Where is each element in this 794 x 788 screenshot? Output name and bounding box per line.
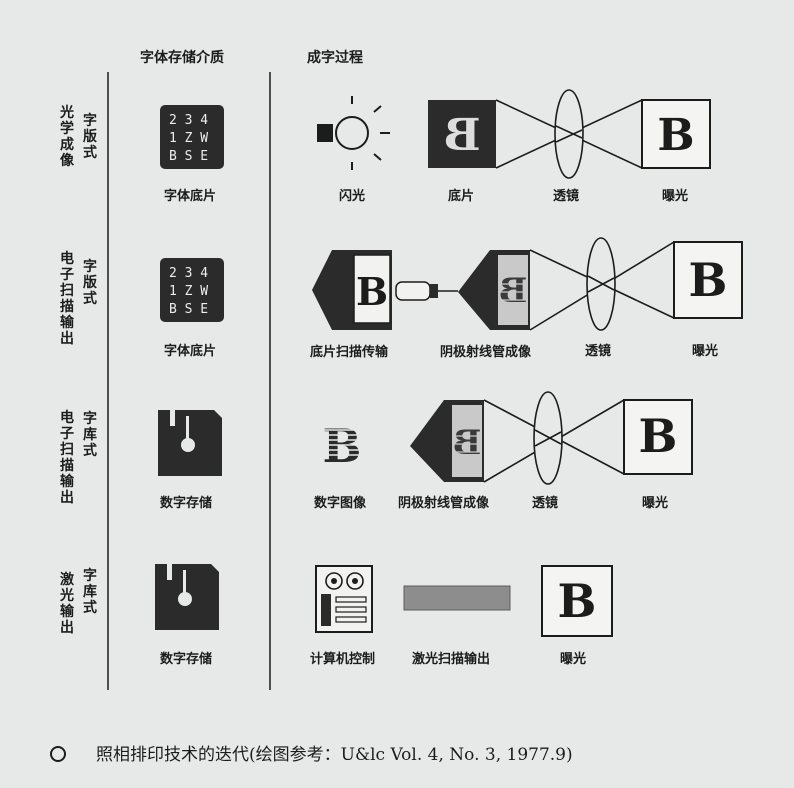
svg-text:输: 输 — [60, 473, 75, 490]
svg-text:1 Z W: 1 Z W — [169, 284, 208, 299]
svg-text:电: 电 — [60, 250, 74, 267]
digital-image-icon: B — [322, 419, 364, 473]
font-film: 2 3 4 1 Z W B S E — [160, 258, 224, 322]
caption-text: 照相排印技术的迭代(绘图参考：U&lc Vol. 4, No. 3, 1977.… — [96, 745, 573, 765]
computer-control-icon — [315, 565, 373, 633]
svg-text:B: B — [689, 253, 728, 307]
step-label: 激光扫描输出 — [412, 651, 490, 667]
step-label: 闪光 — [339, 188, 365, 204]
step-label: 曝光 — [560, 651, 586, 667]
step-label: 曝光 — [642, 495, 668, 511]
row-electronic-library: 字 库 式 电 子 扫 描 输 出 数字存储 B 数字图像 — [60, 391, 693, 511]
figure-caption: 照相排印技术的迭代(绘图参考：U&lc Vol. 4, No. 3, 1977.… — [50, 740, 573, 765]
svg-text:库: 库 — [83, 426, 97, 443]
step-label: 计算机控制 — [310, 651, 375, 667]
lens-diagram — [483, 391, 625, 485]
svg-text:出: 出 — [60, 489, 74, 506]
svg-text:输: 输 — [60, 314, 75, 331]
svg-text:B S E: B S E — [169, 149, 208, 164]
svg-text:1 Z W: 1 Z W — [169, 131, 208, 146]
svg-text:版: 版 — [83, 128, 97, 145]
exposure-output: B — [541, 565, 613, 637]
font-film: 2 3 4 1 Z W B S E — [160, 105, 224, 169]
step-label: 透镜 — [532, 495, 558, 511]
svg-text:B: B — [323, 419, 362, 473]
svg-text:B: B — [657, 110, 694, 161]
floppy-disk-icon — [155, 564, 219, 630]
exposure-output: B — [641, 99, 711, 169]
svg-text:2 3 4: 2 3 4 — [169, 113, 208, 128]
media-label: 字体底片 — [164, 188, 216, 204]
svg-text:激: 激 — [60, 571, 74, 588]
media-label: 数字存储 — [160, 651, 212, 667]
media-label: 字体底片 — [164, 343, 216, 359]
svg-text:字: 字 — [83, 567, 97, 584]
step-label: 底片 — [448, 188, 474, 204]
lens-diagram — [495, 89, 643, 179]
lens-diagram — [529, 237, 675, 331]
svg-text:输: 输 — [60, 603, 75, 620]
media-label: 数字存储 — [160, 495, 212, 511]
svg-text:学: 学 — [60, 120, 74, 137]
row-label: 字 库 式 电 子 扫 描 输 出 — [60, 409, 97, 506]
svg-text:式: 式 — [83, 442, 97, 459]
svg-text:式: 式 — [83, 290, 97, 307]
row-label: 字 版 式 光 学 成 像 — [59, 104, 97, 169]
header-process: 成字过程 — [307, 49, 363, 66]
svg-text:版: 版 — [83, 274, 97, 291]
svg-text:出: 出 — [60, 330, 74, 347]
crt-tube-icon: B — [410, 400, 484, 482]
svg-text:字: 字 — [83, 410, 97, 427]
row-electronic-film: 字 版 式 电 子 扫 描 输 出 2 3 4 1 Z W B S E 字体底片… — [60, 237, 743, 360]
svg-text:式: 式 — [83, 144, 97, 161]
row-label: 字 库 式 激 光 输 出 — [59, 567, 97, 636]
step-label: 数字图像 — [314, 495, 367, 511]
svg-text:2 3 4: 2 3 4 — [169, 266, 208, 281]
svg-text:字: 字 — [83, 258, 97, 275]
svg-text:B: B — [499, 271, 528, 311]
exposure-output: B — [623, 399, 693, 475]
svg-text:扫: 扫 — [60, 442, 74, 458]
svg-text:B S E: B S E — [169, 302, 208, 317]
row-optical: 字 版 式 光 学 成 像 2 3 4 1 Z W B S E 字体底片 闪光 — [59, 89, 711, 204]
step-label: 阴极射线管成像 — [398, 495, 490, 511]
step-label: 底片扫描传输 — [310, 344, 389, 360]
crt-tube-icon: B — [458, 250, 530, 330]
header-storage: 字体存储介质 — [140, 49, 224, 66]
svg-text:光: 光 — [59, 104, 74, 121]
row-laser: 字 库 式 激 光 输 出 数字存储 计算机控制 激光扫描 — [59, 564, 613, 667]
svg-text:出: 出 — [60, 619, 74, 636]
row-label: 字 版 式 电 子 扫 描 输 出 — [60, 250, 97, 347]
step-label: 透镜 — [553, 188, 579, 204]
svg-text:B: B — [453, 423, 482, 463]
flash-icon — [317, 96, 390, 170]
svg-text:式: 式 — [83, 599, 97, 616]
svg-text:描: 描 — [60, 457, 74, 474]
svg-text:库: 库 — [83, 583, 97, 600]
negative-film: B — [428, 100, 496, 168]
svg-text:B: B — [443, 110, 480, 161]
step-label: 透镜 — [585, 343, 611, 359]
svg-text:子: 子 — [60, 267, 74, 283]
svg-text:B: B — [639, 409, 678, 463]
svg-text:扫: 扫 — [60, 283, 74, 299]
film-scanner-icon: B — [312, 250, 458, 330]
step-label: 阴极射线管成像 — [440, 344, 532, 360]
svg-text:像: 像 — [60, 152, 75, 169]
svg-text:成: 成 — [60, 136, 74, 153]
bullet-circle-icon — [50, 746, 66, 762]
step-label: 曝光 — [662, 188, 688, 204]
svg-text:电: 电 — [60, 409, 74, 426]
svg-text:字: 字 — [83, 112, 97, 129]
svg-text:描: 描 — [60, 298, 74, 315]
svg-text:光: 光 — [59, 587, 74, 604]
step-label: 曝光 — [692, 343, 718, 359]
svg-text:B: B — [356, 269, 388, 314]
svg-text:B: B — [558, 574, 597, 628]
svg-text:子: 子 — [60, 426, 74, 442]
exposure-output: B — [673, 241, 743, 319]
laser-beam-bar — [403, 585, 511, 611]
floppy-disk-icon — [158, 410, 222, 476]
